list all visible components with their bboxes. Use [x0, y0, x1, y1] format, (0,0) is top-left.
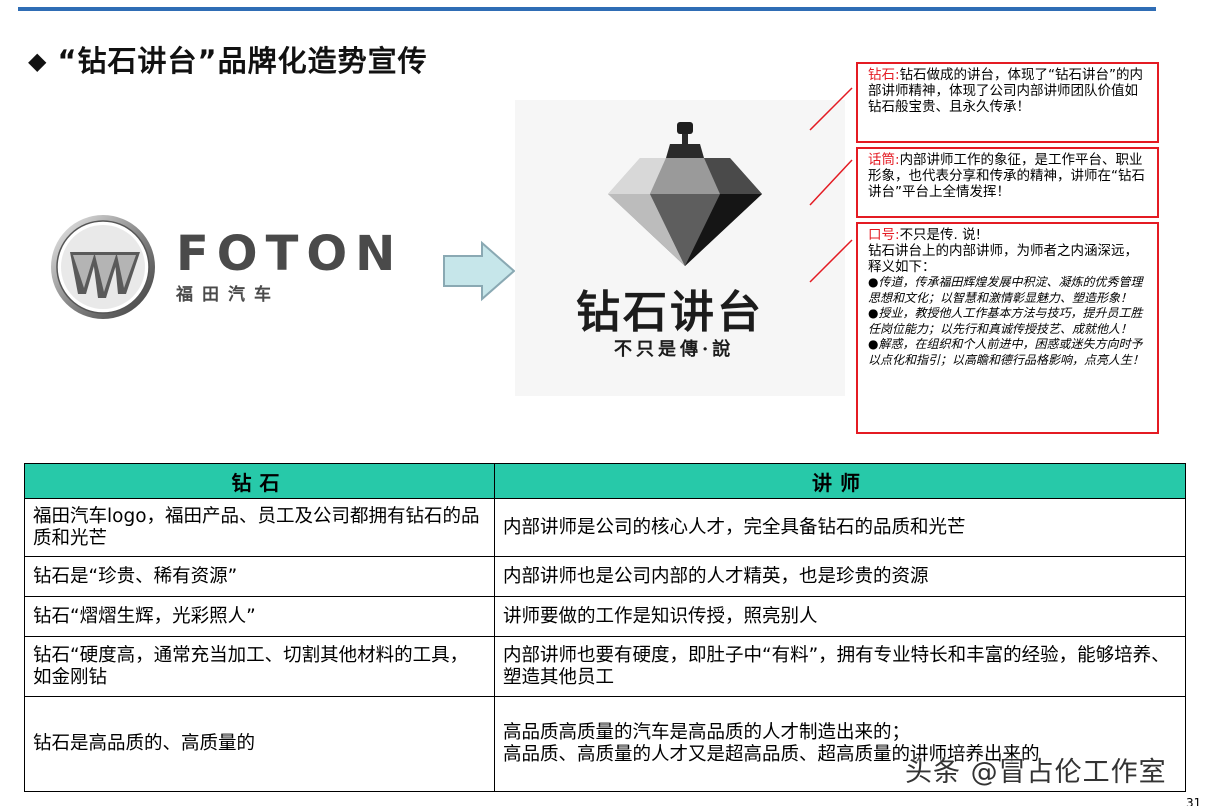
table-cell-line: 高品质高质量的汽车是高品质的人才制造出来的；	[503, 722, 911, 743]
table-cell-line: 高品质、高质量的人才又是超高品质、超高质量的讲师培养出来的	[503, 744, 1040, 765]
table-cell: 高品质高质量的汽车是高品质的人才制造出来的； 高品质、高质量的人才又是超高品质、…	[494, 696, 1186, 792]
right-arrow-icon	[443, 240, 516, 302]
callout-key: 钻石:	[868, 67, 900, 83]
foton-wordmark: FOTON	[176, 226, 404, 282]
table-row: 钻石是高品质的、高质量的 高品质高质量的汽车是高品质的人才制造出来的； 高品质、…	[24, 696, 1186, 792]
callout-key: 口号:	[868, 227, 900, 243]
table-row: 钻石“硬度高，通常充当加工、切割其他材料的工具，如金刚钻 内部讲师也要有硬度，即…	[24, 636, 1186, 697]
table-cell: 讲师要做的工作是知识传授，照亮别人	[494, 596, 1186, 637]
diamond-microphone-icon	[608, 122, 762, 266]
watermark: 头条 @冒占伦工作室	[905, 757, 1167, 788]
table-row: 钻石“熠熠生辉，光彩照人” 讲师要做的工作是知识传授，照亮别人	[24, 596, 1186, 637]
callout-bullet: ●传道，传承福田辉煌发展中积淀、凝炼的优秀管理思想和文化；以智慧和激情彰显魅力、…	[868, 275, 1143, 305]
table-cell: 福田汽车logo，福田产品、员工及公司都拥有钻石的品质和光芒	[24, 498, 495, 557]
diamond-bullet-icon: ◆	[28, 47, 48, 75]
foton-chinese-name: 福田汽车	[176, 285, 280, 305]
callout-key: 话筒:	[868, 152, 900, 168]
header-lecturer: 讲师	[494, 463, 1186, 499]
table-cell: 内部讲师也要有硬度，即肚子中“有料”，拥有专业特长和丰富的经验，能够培养、塑造其…	[494, 636, 1186, 697]
callout-slogan: 口号:不只是传. 说! 钻石讲台上的内部讲师，为师者之内涵深远，释义如下： ●传…	[856, 222, 1159, 434]
logo-name: 钻石讲台	[576, 287, 764, 338]
callout-text: 不只是传. 说!	[899, 227, 982, 243]
page-title-text: “钻石讲台”品牌化造势宣传	[57, 44, 428, 78]
table-cell: 钻石是“珍贵、稀有资源”	[24, 556, 495, 597]
callout-diamond: 钻石:钻石做成的讲台，体现了“钻石讲台”的内部讲师精神，体现了公司内部讲师团队价…	[856, 62, 1159, 143]
header-diamond: 钻石	[24, 463, 495, 499]
top-rule	[18, 7, 1156, 11]
callout-text: 内部讲师工作的象征，是工作平台、职业形象，也代表分享和传承的精神，讲师在“钻石讲…	[868, 152, 1145, 200]
table-row: 钻石是“珍贵、稀有资源” 内部讲师也是公司内部的人才精英，也是珍贵的资源	[24, 556, 1186, 597]
callout-line: 钻石讲台上的内部讲师，为师者之内涵深远，释义如下：	[868, 243, 1138, 275]
table-header-row: 钻石 讲师	[24, 463, 1186, 499]
page-number: 31	[1186, 796, 1202, 806]
comparison-table: 钻石 讲师 福田汽车logo，福田产品、员工及公司都拥有钻石的品质和光芒 内部讲…	[24, 463, 1186, 792]
logo-slogan: 不只是傳·說	[614, 339, 735, 360]
foton-logo: FOTON 福田汽车	[48, 212, 428, 322]
callout-text: 钻石做成的讲台，体现了“钻石讲台”的内部讲师精神，体现了公司内部讲师团队价值如钻…	[868, 67, 1144, 115]
table-row: 福田汽车logo，福田产品、员工及公司都拥有钻石的品质和光芒 内部讲师是公司的核…	[24, 498, 1186, 557]
callout-bullet: ●授业，教授他人工作基本方法与技巧，提升员工胜任岗位能力；以先行和真诚传授技艺、…	[868, 306, 1143, 336]
callout-bullet: ●解惑，在组织和个人前进中，困惑或迷失方向时予以点化和指引；以高瞻和德行品格影响…	[868, 337, 1145, 367]
page-title: ◆ “钻石讲台”品牌化造势宣传	[28, 38, 428, 80]
table-cell: 内部讲师也是公司内部的人才精英，也是珍贵的资源	[494, 556, 1186, 597]
foton-emblem-icon	[51, 215, 155, 319]
callout-microphone: 话筒:内部讲师工作的象征，是工作平台、职业形象，也代表分享和传承的精神，讲师在“…	[856, 147, 1159, 218]
table-cell: 钻石“熠熠生辉，光彩照人”	[24, 596, 495, 637]
table-cell: 内部讲师是公司的核心人才，完全具备钻石的品质和光芒	[494, 498, 1186, 557]
table-cell: 钻石“硬度高，通常充当加工、切割其他材料的工具，如金刚钻	[24, 636, 495, 697]
table-cell: 钻石是高品质的、高质量的	[24, 696, 495, 792]
